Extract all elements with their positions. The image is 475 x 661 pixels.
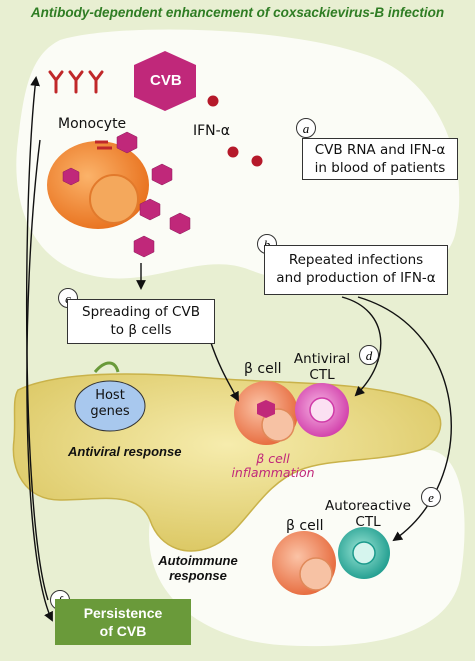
step-a-line1: CVB RNA and IFN-α xyxy=(314,142,446,158)
beta-cell-label-1: β cell xyxy=(244,361,282,377)
step-a-marker: a xyxy=(296,118,316,138)
host-genes-line2: genes xyxy=(90,404,130,419)
inflammation-line2: inflammation xyxy=(231,465,315,480)
arrow-to-antiviral-ctl xyxy=(341,296,382,397)
host-genes-line1: Host xyxy=(95,388,125,403)
blood-region xyxy=(16,29,460,287)
step-b-line1: Repeated infections xyxy=(288,252,424,268)
autoreactive-ctl-line1: Autoreactive xyxy=(325,498,411,514)
ifn-dots xyxy=(207,95,263,167)
arrow-to-persistence xyxy=(26,139,53,622)
antiviral-response-label: Antiviral response xyxy=(68,444,182,459)
step-a-box: CVB RNA and IFN-α in blood of patients xyxy=(302,138,458,180)
step-b-box: Repeated infections and production of IF… xyxy=(264,245,448,295)
host-genes-shape xyxy=(74,380,146,432)
inflammation-line1: β cell xyxy=(256,451,290,466)
arrow-to-beta-cell xyxy=(209,339,239,402)
diagram-title: Antibody-dependent enhancement of coxsac… xyxy=(30,5,445,20)
step-c-box: Spreading of CVB to β cells xyxy=(67,299,215,344)
persistence-box: Persistence of CVB xyxy=(55,599,191,645)
step-e-marker: e xyxy=(421,487,441,507)
autoimmune-response-label: Autoimmune response xyxy=(148,553,248,583)
cvb-virus-icon xyxy=(134,51,196,111)
step-c-line2: to β cells xyxy=(110,322,172,338)
autoimmune-line2: response xyxy=(169,568,227,583)
virus-particles xyxy=(62,131,191,258)
host-genes-label: Host genes xyxy=(80,388,140,420)
autoreactive-ctl-label: Autoreactive CTL xyxy=(320,498,416,530)
step-c-line1: Spreading of CVB xyxy=(82,304,200,320)
antiviral-ctl-line1: Antiviral xyxy=(293,351,351,367)
antibody-icons xyxy=(48,70,104,94)
antiviral-ctl-label: Antiviral CTL xyxy=(290,351,354,383)
monocyte-label: Monocyte xyxy=(58,116,127,132)
antiviral-ctl-line2: CTL xyxy=(309,367,335,383)
beta-cell-label-2: β cell xyxy=(286,518,324,534)
step-b-line2: and production of IFN-α xyxy=(276,270,436,286)
autoreactive-ctl-line2: CTL xyxy=(355,514,381,530)
arrow-to-autoreactive-ctl xyxy=(357,296,452,542)
step-d-marker: d xyxy=(359,345,379,365)
step-a-line2: in blood of patients xyxy=(314,160,446,176)
inflammation-label: β cell inflammation xyxy=(228,452,318,480)
ifn-label: IFN-α xyxy=(193,123,230,139)
persistence-line2: of CVB xyxy=(99,623,147,639)
persistence-line1: Persistence xyxy=(83,605,163,621)
autoimmune-line1: Autoimmune xyxy=(158,553,238,568)
cvb-label: CVB xyxy=(150,72,182,89)
